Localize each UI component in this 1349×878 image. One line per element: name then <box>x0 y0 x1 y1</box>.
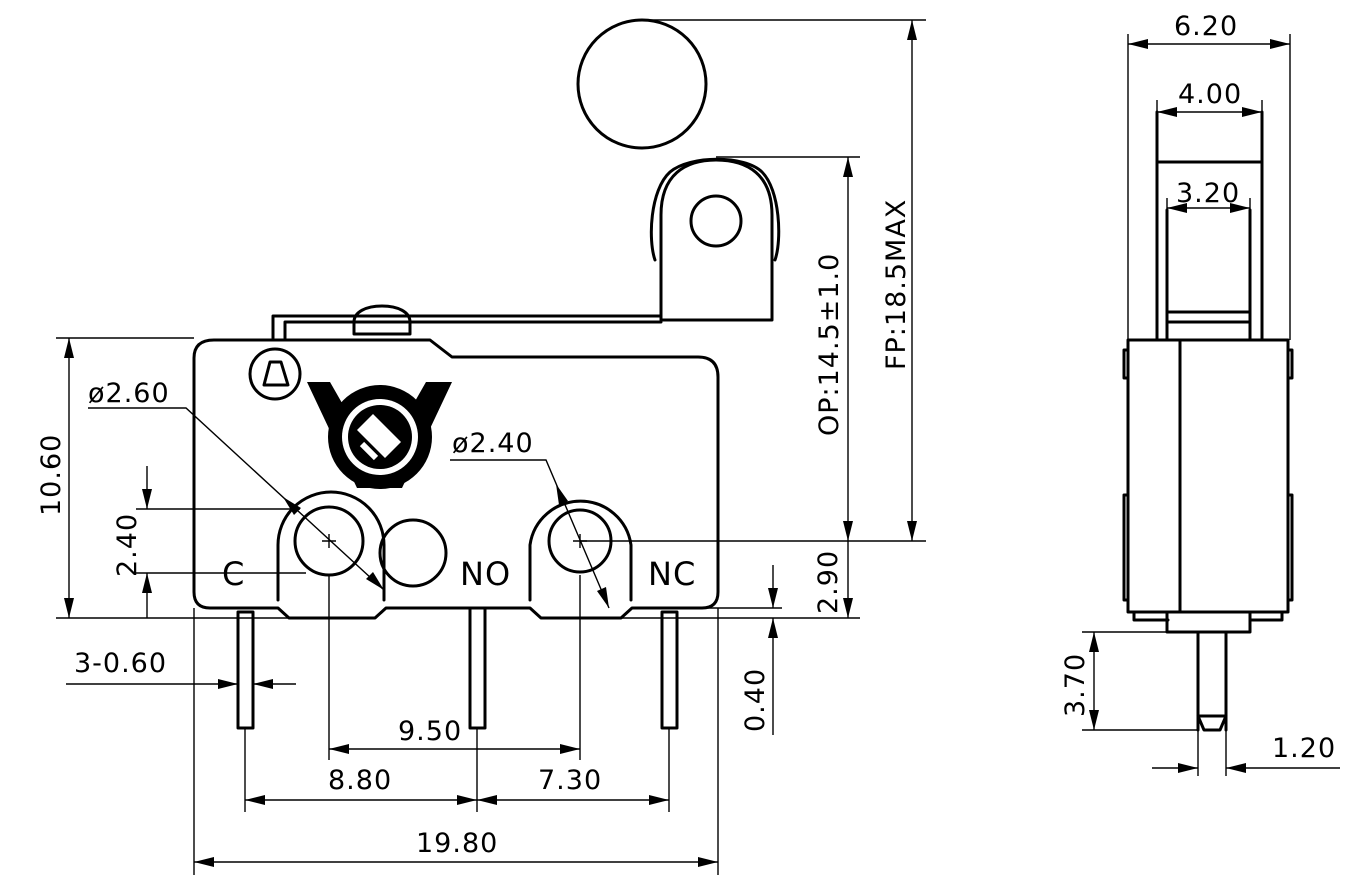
roller-free-position <box>576 18 708 150</box>
pin-no <box>468 606 487 730</box>
dim-hole-offset: 2.40 <box>112 513 143 577</box>
front-dimensions: FP:18.5MAX OP:14.5±1.0 2.90 0.40 10.60 2… <box>36 19 926 875</box>
certification-mark-symbol <box>262 360 290 387</box>
terminal-label-c: C <box>222 555 245 593</box>
side-dim-overall-width: 6.20 <box>1174 11 1238 42</box>
side-lever <box>1155 110 1264 342</box>
side-dim-lever-width: 4.00 <box>1178 79 1242 110</box>
terminal-label-nc: NC <box>648 555 696 593</box>
side-roller <box>1165 208 1252 314</box>
roller-bracket <box>659 158 774 322</box>
hole-center-mark-left <box>322 534 336 548</box>
side-pin <box>1165 610 1252 732</box>
dim-diam-hole2: ø2.40 <box>452 428 534 459</box>
mounting-boss-left <box>276 490 386 602</box>
dim-free-position: FP:18.5MAX <box>881 199 912 370</box>
dim-pin-pitch-right: 7.30 <box>538 765 602 796</box>
dim-pin-pitch-left: 8.80 <box>328 765 392 796</box>
side-dim-pin-thickness: 1.20 <box>1272 733 1336 764</box>
certification-mark-icon <box>248 347 302 401</box>
dim-overall-width: 19.80 <box>416 828 498 859</box>
locating-pin <box>378 518 448 588</box>
pin-c <box>236 610 255 730</box>
lever-arm <box>271 314 663 340</box>
roller-outline <box>649 157 781 262</box>
front-view: C NO NC <box>192 18 781 730</box>
side-plunger <box>1165 310 1252 342</box>
roller-axle-hole <box>689 194 743 248</box>
mounting-boss-right <box>528 499 633 602</box>
side-dimensions: 6.20 4.00 3.20 3.70 1.20 <box>1060 11 1340 776</box>
side-dim-pin-length: 3.70 <box>1060 653 1091 717</box>
side-body <box>1126 338 1290 614</box>
terminal-label-no: NO <box>460 555 511 593</box>
dim-diam-hole1: ø2.60 <box>88 378 170 409</box>
dim-pin-width: 3-0.60 <box>74 648 167 679</box>
dim-hole-pitch: 9.50 <box>398 716 462 747</box>
pin-nc <box>660 610 679 730</box>
dim-pin-step: 0.40 <box>740 668 771 732</box>
dim-operating-position: OP:14.5±1.0 <box>814 253 845 436</box>
side-view <box>1122 110 1294 732</box>
brand-logo-icon <box>307 382 452 489</box>
actuator-plunger <box>352 304 412 336</box>
switch-body <box>192 338 720 620</box>
dim-hole-to-base: 2.90 <box>813 550 844 614</box>
side-dim-roller-width: 3.20 <box>1176 178 1240 209</box>
dim-height: 10.60 <box>36 434 67 516</box>
